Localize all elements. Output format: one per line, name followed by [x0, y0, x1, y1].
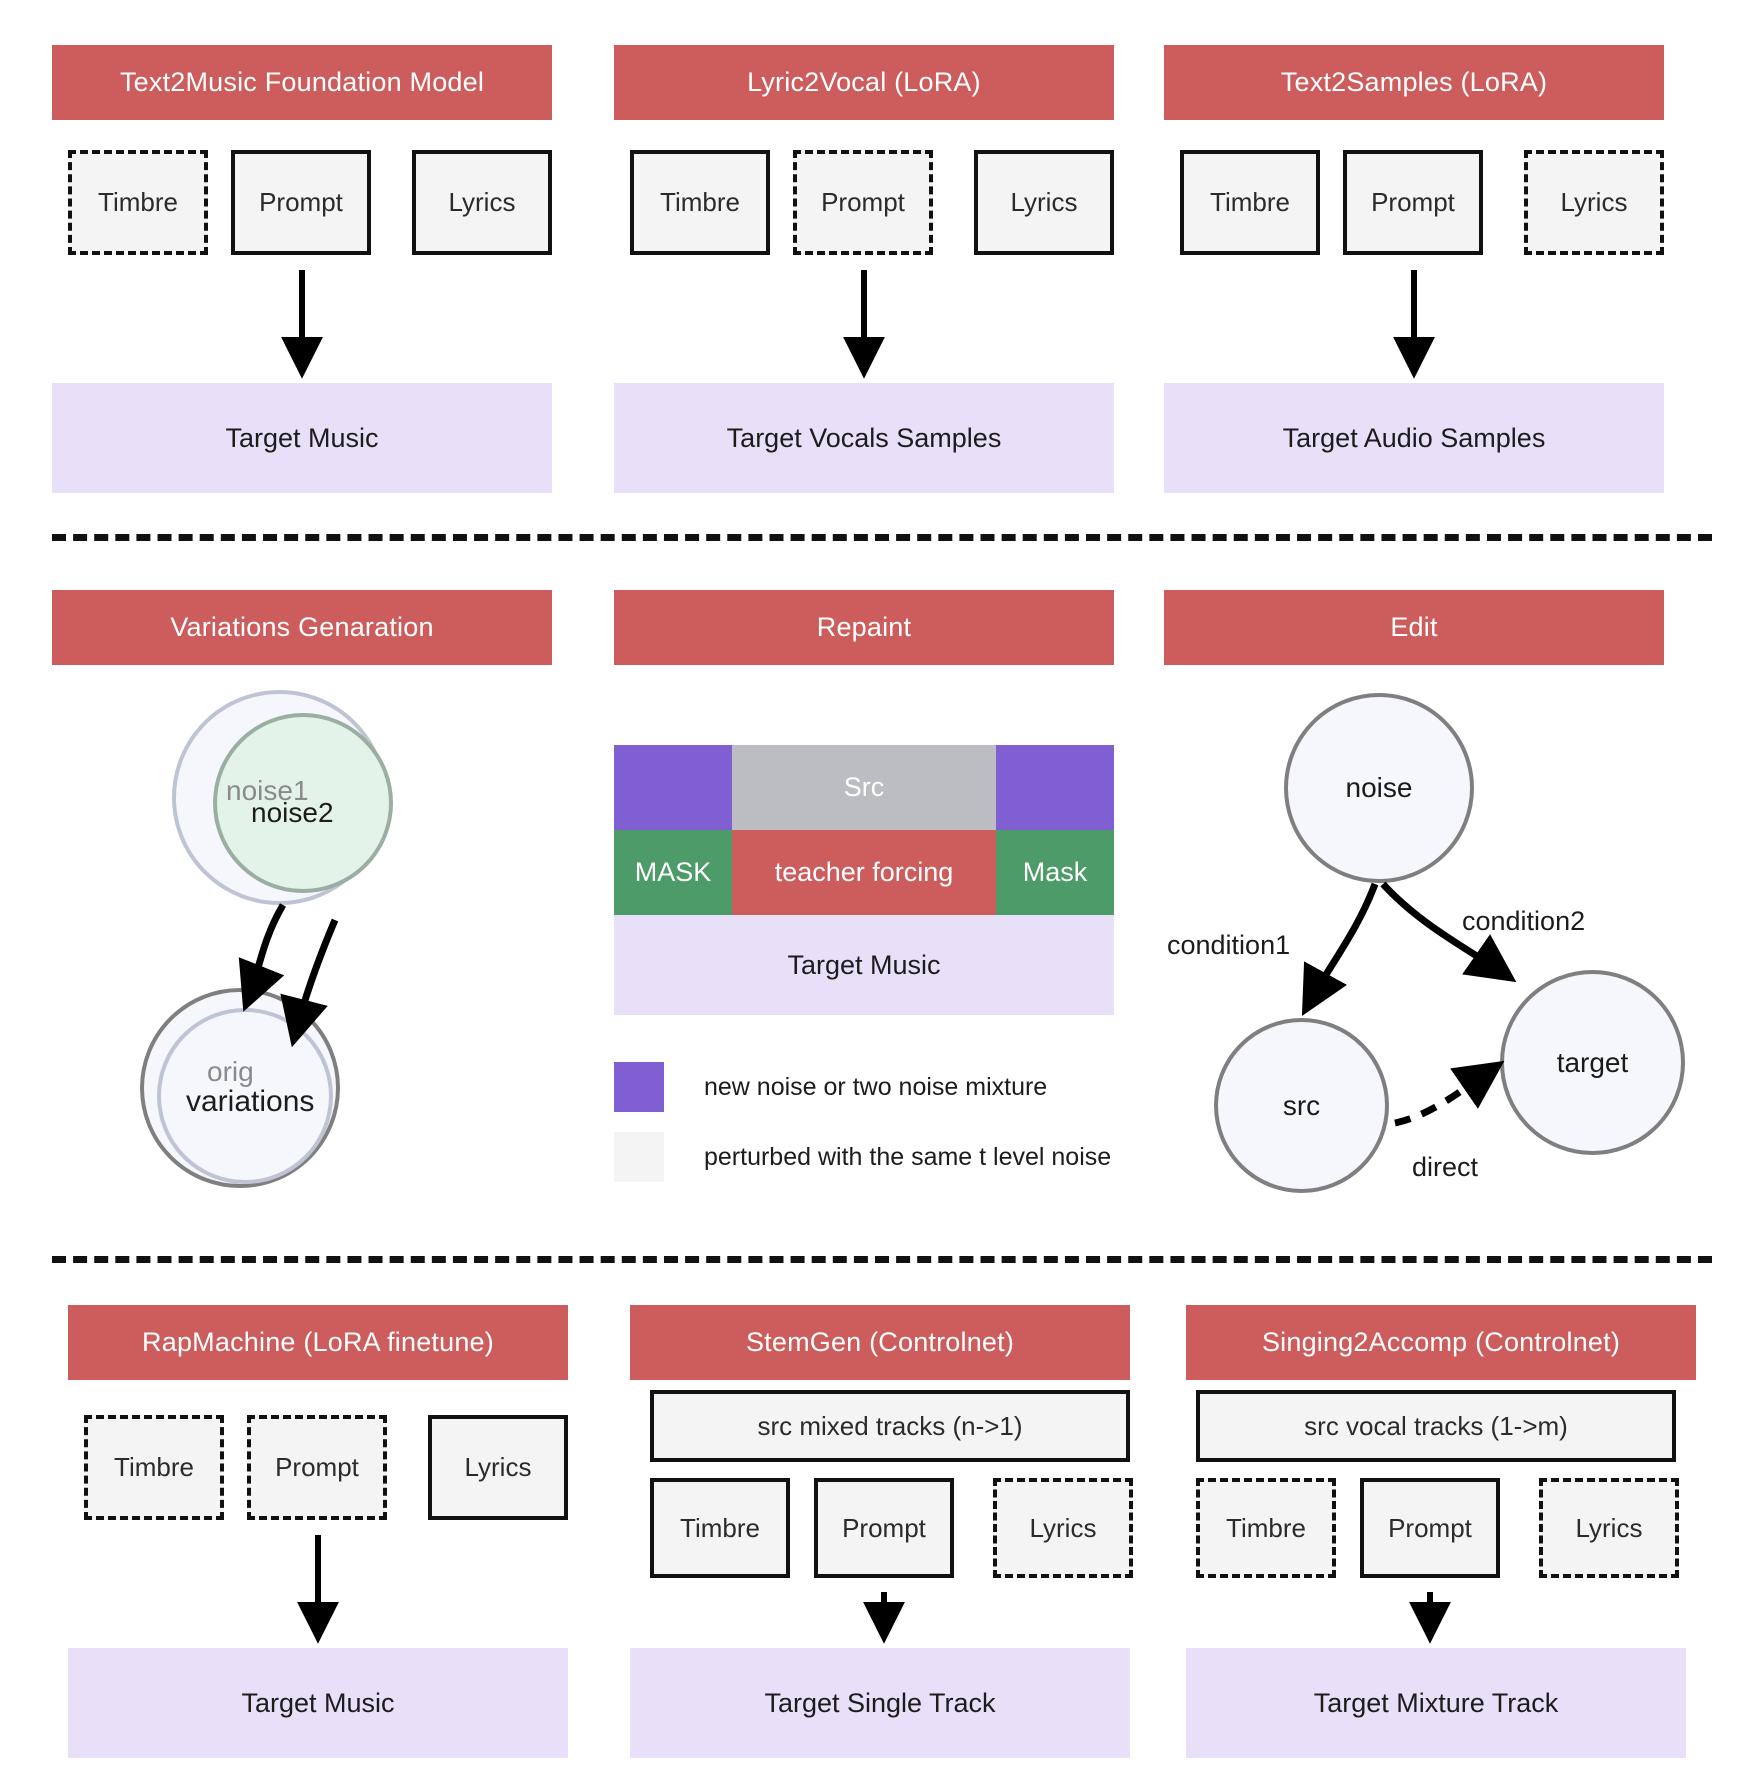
- input-box-prompt[interactable]: Prompt: [793, 150, 933, 255]
- repaint-cell-noise-left: [614, 745, 732, 830]
- target-box-music: Target Music: [68, 1648, 568, 1758]
- circle-noise2: [213, 713, 393, 893]
- repaint-cell-mask-right: Mask: [996, 830, 1114, 915]
- input-box-src-mixed-tracks[interactable]: src mixed tracks (n->1): [650, 1390, 1130, 1462]
- panel-title-repaint: Repaint: [614, 590, 1114, 665]
- label-noise1: noise1: [226, 775, 309, 806]
- label-variations: variations: [186, 1085, 315, 1118]
- legend-item-new-noise: new noise or two noise mixture: [614, 1062, 1047, 1112]
- input-box-timbre[interactable]: Timbre: [1196, 1478, 1336, 1578]
- label-noise2: noise2: [251, 797, 334, 828]
- panel-title-singing2accomp: Singing2Accomp (Controlnet): [1186, 1305, 1696, 1380]
- legend-label-perturbed: perturbed with the same t level noise: [704, 1142, 1112, 1171]
- input-box-prompt[interactable]: Prompt: [231, 150, 371, 255]
- edge-label-condition1: condition1: [1167, 930, 1291, 960]
- section-divider: [52, 534, 1712, 541]
- input-box-prompt[interactable]: Prompt: [814, 1478, 954, 1578]
- panel-title-edit: Edit: [1164, 590, 1664, 665]
- label-orig: orig: [207, 1056, 254, 1087]
- input-box-prompt[interactable]: Prompt: [1360, 1478, 1500, 1578]
- legend-swatch-light: [614, 1132, 664, 1182]
- input-box-lyrics[interactable]: Lyrics: [1539, 1478, 1679, 1578]
- edge-label-condition2: condition2: [1462, 906, 1586, 936]
- input-box-prompt[interactable]: Prompt: [247, 1415, 387, 1520]
- input-box-timbre[interactable]: Timbre: [68, 150, 208, 255]
- input-box-lyrics[interactable]: Lyrics: [993, 1478, 1133, 1578]
- legend-swatch-purple: [614, 1062, 664, 1112]
- input-box-src-vocal-tracks[interactable]: src vocal tracks (1->m): [1196, 1390, 1676, 1462]
- arrow-noise1-to-orig: [238, 903, 287, 1012]
- panel-title-rapmachine: RapMachine (LoRA finetune): [68, 1305, 568, 1380]
- panel-title-stemgen: StemGen (Controlnet): [630, 1305, 1130, 1380]
- repaint-cell-noise-right: [996, 745, 1114, 830]
- target-box-repaint-music: Target Music: [614, 915, 1114, 1015]
- target-box-single-track: Target Single Track: [630, 1648, 1130, 1758]
- repaint-cell-teacher-forcing: teacher forcing: [732, 830, 996, 915]
- circle-target: target: [1500, 970, 1685, 1155]
- arrow-src-to-target-direct: [1394, 1060, 1505, 1127]
- input-box-lyrics[interactable]: Lyrics: [1524, 150, 1664, 255]
- input-box-lyrics[interactable]: Lyrics: [412, 150, 552, 255]
- edge-label-direct: direct: [1412, 1152, 1479, 1182]
- repaint-grid: Src MASK teacher forcing Mask: [614, 745, 1114, 915]
- section-divider: [52, 1256, 1712, 1263]
- repaint-cell-mask-left: MASK: [614, 830, 732, 915]
- circle-src: src: [1214, 1018, 1389, 1193]
- input-box-lyrics[interactable]: Lyrics: [428, 1415, 568, 1520]
- target-box-music: Target Music: [52, 383, 552, 493]
- input-box-prompt[interactable]: Prompt: [1343, 150, 1483, 255]
- target-box-audio-samples: Target Audio Samples: [1164, 383, 1664, 493]
- legend-item-perturbed: perturbed with the same t level noise: [614, 1132, 1111, 1182]
- circle-noise: noise: [1284, 693, 1474, 883]
- input-box-timbre[interactable]: Timbre: [630, 150, 770, 255]
- input-box-timbre[interactable]: Timbre: [84, 1415, 224, 1520]
- input-box-timbre[interactable]: Timbre: [650, 1478, 790, 1578]
- target-box-vocals-samples: Target Vocals Samples: [614, 383, 1114, 493]
- target-box-mixture-track: Target Mixture Track: [1186, 1648, 1686, 1758]
- panel-title-text2samples: Text2Samples (LoRA): [1164, 45, 1664, 120]
- input-box-lyrics[interactable]: Lyrics: [974, 150, 1114, 255]
- input-box-timbre[interactable]: Timbre: [1180, 150, 1320, 255]
- panel-title-lyric2vocal: Lyric2Vocal (LoRA): [614, 45, 1114, 120]
- panel-title-variations: Variations Genaration: [52, 590, 552, 665]
- repaint-cell-src: Src: [732, 745, 996, 830]
- legend-label-new-noise: new noise or two noise mixture: [704, 1072, 1048, 1101]
- panel-title-text2music: Text2Music Foundation Model: [52, 45, 552, 120]
- arrow-noise-to-src: [1301, 882, 1379, 1017]
